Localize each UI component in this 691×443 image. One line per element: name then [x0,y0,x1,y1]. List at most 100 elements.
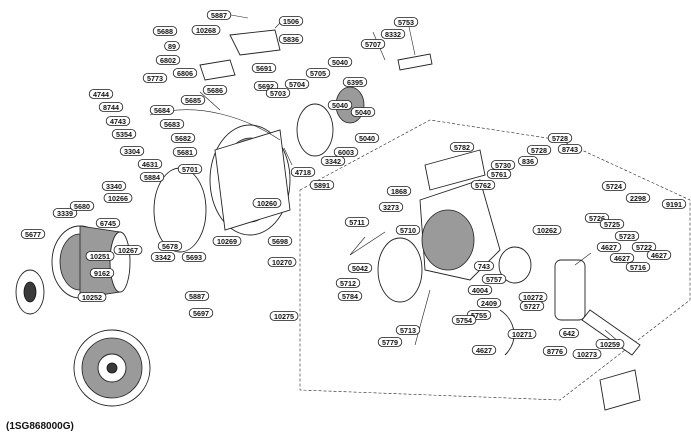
main-shaft [335,53,433,346]
part-label-frame [337,291,363,301]
part-label: 5040 [327,57,353,67]
part-number: 5728 [531,146,547,155]
part-label-frame [344,217,370,227]
part-label-frame [557,144,583,154]
part-label: 10275 [269,311,299,321]
part-label-frame [188,308,214,318]
part-number: 4004 [472,286,488,295]
part-number: 8743 [562,145,578,154]
part-label-frame [252,198,282,208]
part-number: 8332 [385,30,401,39]
part-label: 5722 [631,242,657,252]
part-label: 6806 [172,68,198,78]
part-label: 4004 [467,285,493,295]
part-number: 10275 [274,312,294,321]
part-label-frame [265,88,291,98]
part-number: 5681 [177,148,193,157]
part-label-frame [103,193,133,203]
part-label: 5754 [451,315,477,325]
part-label-frame [451,315,477,325]
part-label: 2298 [625,193,651,203]
part-label-frame [152,26,178,36]
part-number: 3304 [124,147,140,156]
part-number: 5755 [471,311,487,320]
part-label: 4631 [137,159,163,169]
part-label-frame [305,68,331,78]
part-label: 4627 [471,345,497,355]
part-label-frame [164,41,180,51]
part-number: 5682 [175,134,191,143]
part-label: 10272 [518,292,548,302]
part-label: 6745 [95,218,121,228]
part-label: 5723 [614,231,640,241]
part-number: 3342 [325,157,341,166]
part-number: 10270 [272,258,292,267]
part-number: 6745 [100,219,116,228]
part-label-frame [320,156,346,166]
part-label: 10270 [267,257,297,267]
part-label: 2409 [476,298,502,308]
part-label: 5681 [172,147,198,157]
part-label: 4718 [290,167,316,177]
part-label: 10259 [595,339,625,349]
spool-assembly [15,225,131,315]
part-label: 5710 [395,225,421,235]
part-label: 8776 [542,346,568,356]
part-label: 4743 [105,116,131,126]
part-label: 3342 [150,252,176,262]
part-number: 10252 [82,293,102,302]
part-label-frame [177,164,203,174]
part-number: 9162 [94,269,110,278]
part-label-frame [113,245,143,255]
part-label: 5684 [149,105,175,115]
part-label-frame [609,253,635,263]
part-label: 743 [473,261,494,271]
part-label-frame [101,181,127,191]
part-label-frame [386,186,412,196]
part-label: 5698 [267,236,293,246]
part-number: 4627 [601,243,617,252]
part-label: 4627 [646,250,672,260]
part-label-frame [661,199,687,209]
part-label-frame [625,193,651,203]
part-label: 5784 [337,291,363,301]
part-label-frame [290,167,316,177]
part-label-frame [595,339,625,349]
part-label-frame [77,292,107,302]
part-number: 5713 [400,326,416,335]
part-label: 8332 [380,29,406,39]
part-label: 10260 [252,198,282,208]
part-label: 4744 [88,89,114,99]
part-number: 4627 [476,346,492,355]
part-label: 10273 [572,349,602,359]
part-number: 5693 [186,253,202,262]
part-label-frame [476,298,502,308]
part-label-frame [52,208,78,218]
part-number: 5722 [636,243,652,252]
part-label-frame [519,301,545,311]
part-label-frame [572,349,602,359]
part-number: 4744 [93,90,109,99]
part-number: 5782 [454,143,470,152]
part-label: 10268 [191,25,221,35]
part-number: 5697 [193,309,209,318]
part-label-frame [347,263,373,273]
part-label: 5757 [481,274,507,284]
part-label: 5836 [278,34,304,44]
part-label: 5713 [395,325,421,335]
part-label: 5691 [251,63,277,73]
part-label: 4627 [609,253,635,263]
part-label-frame [284,79,310,89]
part-label: 3304 [119,146,145,156]
part-number: 5712 [340,279,356,288]
part-number: 5680 [74,202,90,211]
part-number: 5726 [589,214,605,223]
part-label: 5773 [142,73,168,83]
part-number: 5688 [157,27,173,36]
part-label: 5891 [309,180,335,190]
part-label: 5688 [152,26,178,36]
part-number: 5684 [154,106,170,115]
part-label-frame [395,225,421,235]
part-label-frame [88,89,114,99]
part-label-frame [333,147,359,157]
